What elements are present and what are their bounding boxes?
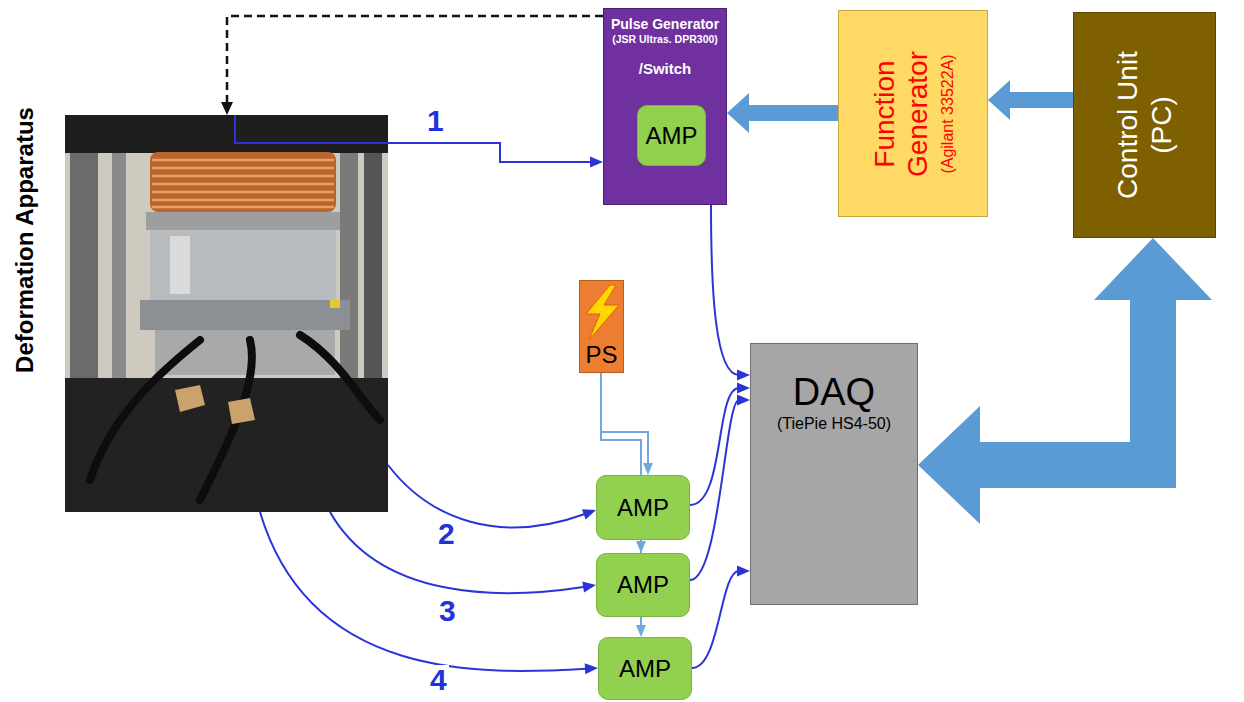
box-label: Function Generator xyxy=(868,18,934,209)
amplifier-box: AMP xyxy=(637,105,706,166)
connector-line xyxy=(388,465,586,527)
foil-tab xyxy=(175,385,205,412)
connector-line xyxy=(260,512,587,671)
apparatus-title: Deformation Apparatus xyxy=(11,107,39,373)
callout-number: 1 xyxy=(425,106,446,136)
connector-line xyxy=(711,205,739,375)
base-ring xyxy=(140,300,350,330)
arrow-head xyxy=(918,406,980,524)
connector-line xyxy=(227,16,603,104)
arrow-head xyxy=(1094,238,1212,300)
daq-box: DAQ(TiePie HS4-50) xyxy=(750,343,918,605)
box-label: /Switch xyxy=(639,60,692,78)
vessel-body xyxy=(150,230,336,300)
callout-number: 3 xyxy=(437,596,458,626)
connector-line xyxy=(1007,92,1073,108)
connector xyxy=(727,93,838,133)
apparatus-photo-frame: Deformation Apparatus xyxy=(65,115,388,512)
hoses xyxy=(90,335,380,500)
text-group: Function Generator(Agilant 33522A) xyxy=(868,18,958,209)
text-group: AMP xyxy=(638,106,705,165)
amplifier-box: AMP xyxy=(596,475,690,540)
connector-line xyxy=(330,512,585,593)
arrow-head xyxy=(221,102,233,115)
amplifier-box: AMP xyxy=(598,637,692,700)
text-group: Deformation Apparatus xyxy=(11,107,39,373)
connector-line xyxy=(690,388,739,505)
connector xyxy=(221,16,603,115)
coil-turns xyxy=(152,160,334,207)
connector-line xyxy=(692,571,739,668)
text-group: Control Unit (PC) xyxy=(1111,20,1179,230)
top-plate xyxy=(65,115,388,153)
power-supply-box: PS xyxy=(579,280,624,373)
box-label: (TiePie HS4-50) xyxy=(777,414,891,434)
text-group: PS xyxy=(580,341,623,369)
connector xyxy=(601,373,653,475)
vessel-highlight xyxy=(170,236,190,294)
arrow-head xyxy=(585,663,598,674)
arrow-head xyxy=(988,80,1010,120)
copper-coil xyxy=(150,152,336,212)
callout-number: 4 xyxy=(428,665,449,695)
tag xyxy=(330,300,340,308)
arrow-head xyxy=(590,157,603,168)
box-label: DAQ xyxy=(793,370,875,414)
text-group: DAQ(TiePie HS4-50) xyxy=(751,370,917,434)
steel-ring xyxy=(146,212,340,230)
connector xyxy=(330,512,596,593)
box-label: Pulse Generator xyxy=(611,16,719,33)
connector xyxy=(235,115,603,168)
amplifier-box: AMP xyxy=(596,553,690,617)
connector-line xyxy=(746,105,838,121)
function-generator-box: Function Generator(Agilant 33522A) xyxy=(838,10,988,217)
connector-line xyxy=(690,400,739,580)
foil-tab xyxy=(228,398,255,424)
callout-number: 2 xyxy=(436,519,457,549)
box-label: AMP xyxy=(645,122,697,150)
connector xyxy=(711,205,750,381)
connector-line xyxy=(235,115,592,162)
connector xyxy=(260,512,598,674)
box-label: Control Unit (PC) xyxy=(1111,20,1179,230)
connector xyxy=(388,465,596,527)
pulse-generator-box: Pulse Generator(JSR Ultras. DPR300) /Swit… xyxy=(603,8,727,205)
arrow-head xyxy=(582,509,596,519)
connector-line xyxy=(971,291,1153,465)
arrow-head xyxy=(643,463,653,475)
text-group: AMP xyxy=(597,554,689,616)
arrow-head xyxy=(737,566,750,577)
connector xyxy=(690,395,750,581)
connector xyxy=(988,80,1073,120)
arrow-head xyxy=(582,582,596,593)
text-group: AMP xyxy=(597,476,689,539)
box-label: AMP xyxy=(617,494,669,522)
arrow-head xyxy=(737,370,750,381)
control-unit-box: Control Unit (PC) xyxy=(1073,12,1216,238)
photo-ground xyxy=(65,115,388,512)
text-group: AMP xyxy=(599,638,691,699)
box-label: PS xyxy=(585,341,617,369)
arrow-head xyxy=(727,93,749,133)
arrow-head xyxy=(737,383,750,394)
box-label: AMP xyxy=(619,655,671,683)
connector xyxy=(918,238,1212,524)
arrow-head xyxy=(737,395,750,406)
arrow-head xyxy=(636,625,646,637)
box-label: (JSR Ultras. DPR300) xyxy=(612,33,718,46)
lightning-bolt xyxy=(586,285,619,340)
connector xyxy=(692,566,750,669)
box-label: AMP xyxy=(617,571,669,599)
box-label: (Agilant 33522A) xyxy=(938,54,958,173)
text-group: Pulse Generator(JSR Ultras. DPR300) /Swit… xyxy=(604,16,726,78)
apparatus-photo xyxy=(65,115,388,512)
